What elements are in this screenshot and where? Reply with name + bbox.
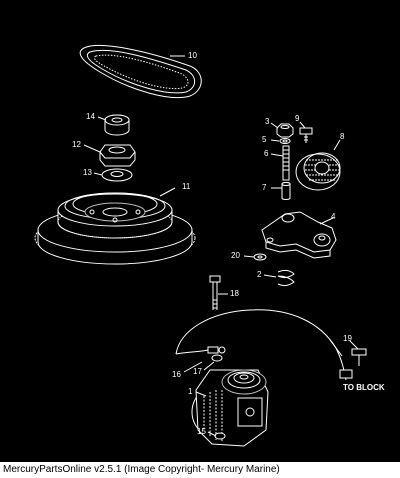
callout-8: 8 xyxy=(340,132,345,141)
small-washer[interactable] xyxy=(279,138,291,144)
screw[interactable] xyxy=(299,127,313,143)
terminal-nut[interactable] xyxy=(211,354,223,362)
long-bolt[interactable] xyxy=(209,275,221,310)
callout-20: 20 xyxy=(231,251,240,260)
callout-10: 10 xyxy=(188,51,197,60)
spacer[interactable] xyxy=(104,114,130,136)
callout-12: 12 xyxy=(72,140,81,149)
callout-4: 4 xyxy=(331,212,336,221)
sleeve[interactable] xyxy=(281,182,291,200)
drive-belt[interactable] xyxy=(79,45,202,99)
copyright-caption: MercuryPartsOnline v2.5.1 (Image Copyrig… xyxy=(0,462,400,478)
callout-9: 9 xyxy=(295,114,300,123)
flywheel[interactable] xyxy=(34,192,196,265)
to-block-label: TO BLOCK xyxy=(343,383,385,392)
stud[interactable] xyxy=(282,145,290,181)
block-bolt[interactable] xyxy=(351,348,367,366)
callout-3: 3 xyxy=(265,117,270,126)
idler-bracket[interactable] xyxy=(261,211,337,259)
callout-19: 19 xyxy=(343,334,352,343)
alternator-nut[interactable] xyxy=(214,432,226,440)
hex-nut[interactable] xyxy=(99,144,136,167)
callout-5: 5 xyxy=(262,135,267,144)
bracket-washer[interactable] xyxy=(253,253,267,261)
callout-16: 16 xyxy=(172,370,181,379)
washer[interactable] xyxy=(101,168,133,182)
callout-7: 7 xyxy=(262,183,267,192)
callout-11: 11 xyxy=(182,182,191,191)
parts-diagram xyxy=(34,45,367,447)
alternator[interactable] xyxy=(191,369,269,447)
small-nut[interactable] xyxy=(276,123,294,138)
callout-1: 1 xyxy=(188,387,193,396)
ground-cable[interactable] xyxy=(175,309,353,381)
idler-pulley[interactable] xyxy=(295,152,341,191)
callout-15: 15 xyxy=(197,427,206,436)
callout-18: 18 xyxy=(230,289,239,298)
spring[interactable] xyxy=(277,269,295,287)
callout-13: 13 xyxy=(83,168,92,177)
callout-2: 2 xyxy=(257,270,262,279)
callout-6: 6 xyxy=(264,149,269,158)
callout-17: 17 xyxy=(193,367,202,376)
callout-14: 14 xyxy=(86,112,95,121)
